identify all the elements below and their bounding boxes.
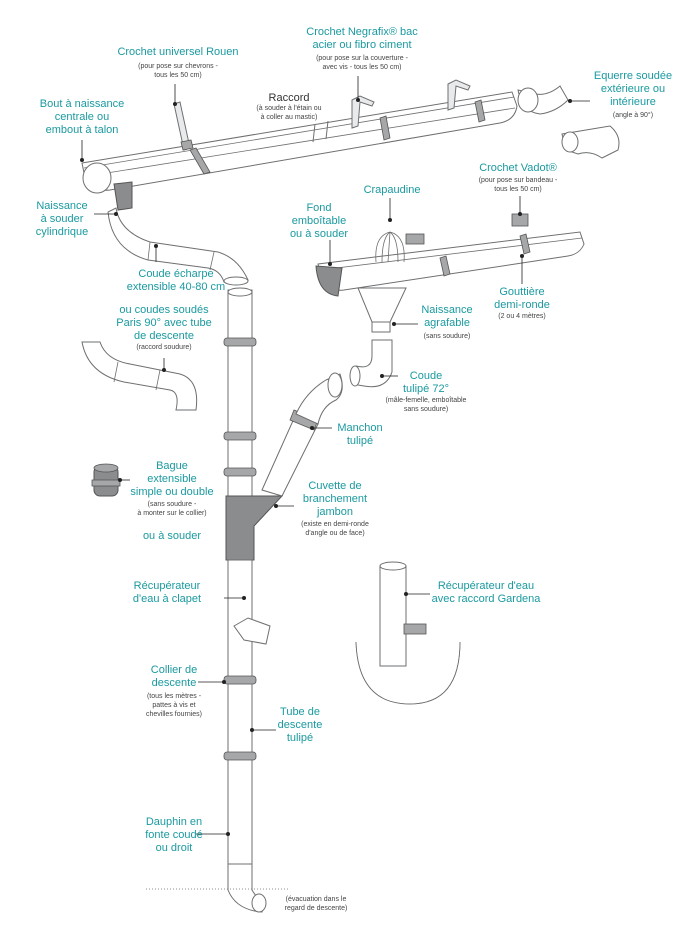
- label-coudes-soudes: ou coudes soudés Paris 90° avec tube de …: [104, 304, 224, 343]
- label-crochet-negrafix: Crochet Negrafix® bac acier ou fibro cim…: [292, 26, 432, 52]
- label-crochet-vadot: Crochet Vadot®: [468, 162, 568, 175]
- note-bague: (sans soudure - à monter sur le collier): [124, 500, 220, 518]
- naissance-agrafable: [358, 288, 406, 332]
- label-recup-clapet: Récupérateur d'eau à clapet: [122, 580, 212, 606]
- note-evacuation: (évacuation dans le regard de descente): [272, 895, 360, 913]
- label-crapaudine: Crapaudine: [352, 184, 432, 197]
- note-crochet-vadot: (pour pose sur bandeau - tous les 50 cm): [466, 176, 570, 194]
- label-collier: Collier de descente: [136, 664, 212, 690]
- bague-extensible: [92, 464, 120, 496]
- label-crochet-rouen: Crochet universel Rouen: [108, 46, 248, 59]
- label-equerre: Equerre soudée extérieure ou intérieure: [578, 70, 688, 109]
- label-manchon: Manchon tulipé: [328, 422, 392, 448]
- label-bout-naissance: Bout à naissance centrale ou embout à ta…: [28, 98, 136, 137]
- label-tube-descente: Tube de descente tulipé: [270, 706, 330, 745]
- note-collier: (tous les mètres - pattes à vis et chevi…: [134, 692, 214, 719]
- coude-tulipe: [350, 340, 392, 387]
- label-dauphin: Dauphin en fonte coudé ou droit: [138, 816, 210, 855]
- label-coude-tulipe: Coude tulipé 72°: [394, 370, 458, 396]
- note-coude-tulipe: (mâle-femelle, emboîtable sans soudure): [378, 396, 474, 414]
- note-coudes-soudes: (raccord soudure): [124, 343, 204, 352]
- note-crochet-rouen: (pour pose sur chevrons - tous les 50 cm…: [118, 62, 238, 80]
- note-naissance-agrafable: (sans soudure): [414, 332, 480, 341]
- note-raccord: (à souder à l'étain ou à coller au masti…: [234, 104, 344, 122]
- label-cuvette: Cuvette de branchement jambon: [290, 480, 380, 519]
- note-gouttiere: (2 ou 4 mètres): [484, 312, 560, 321]
- label-gouttiere: Gouttière demi-ronde: [484, 286, 560, 312]
- note-cuvette: (existe en demi-ronde d'angle ou de face…: [284, 520, 386, 538]
- label-bague: Bague extensible simple ou double: [124, 460, 220, 499]
- note-equerre: (angle à 90°): [588, 111, 678, 120]
- label-naissance-souder: Naissance à souder cylindrique: [28, 200, 96, 239]
- crochet-rouen-hook: [174, 102, 193, 150]
- label-naissance-agrafable: Naissance agrafable: [414, 304, 480, 330]
- label-recup-gardena: Récupérateur d'eau avec raccord Gardena: [424, 580, 548, 606]
- coudes-soudes-paris: [82, 342, 197, 410]
- label-fond-emboitable: Fond emboîtable ou à souder: [278, 202, 360, 241]
- label-ou-souder: ou à souder: [124, 530, 220, 543]
- label-coude-echarpe: Coude écharpe extensible 40-80 cm: [106, 268, 246, 294]
- note-crochet-negrafix: (pour pose sur la couverture - avec vis …: [302, 54, 422, 72]
